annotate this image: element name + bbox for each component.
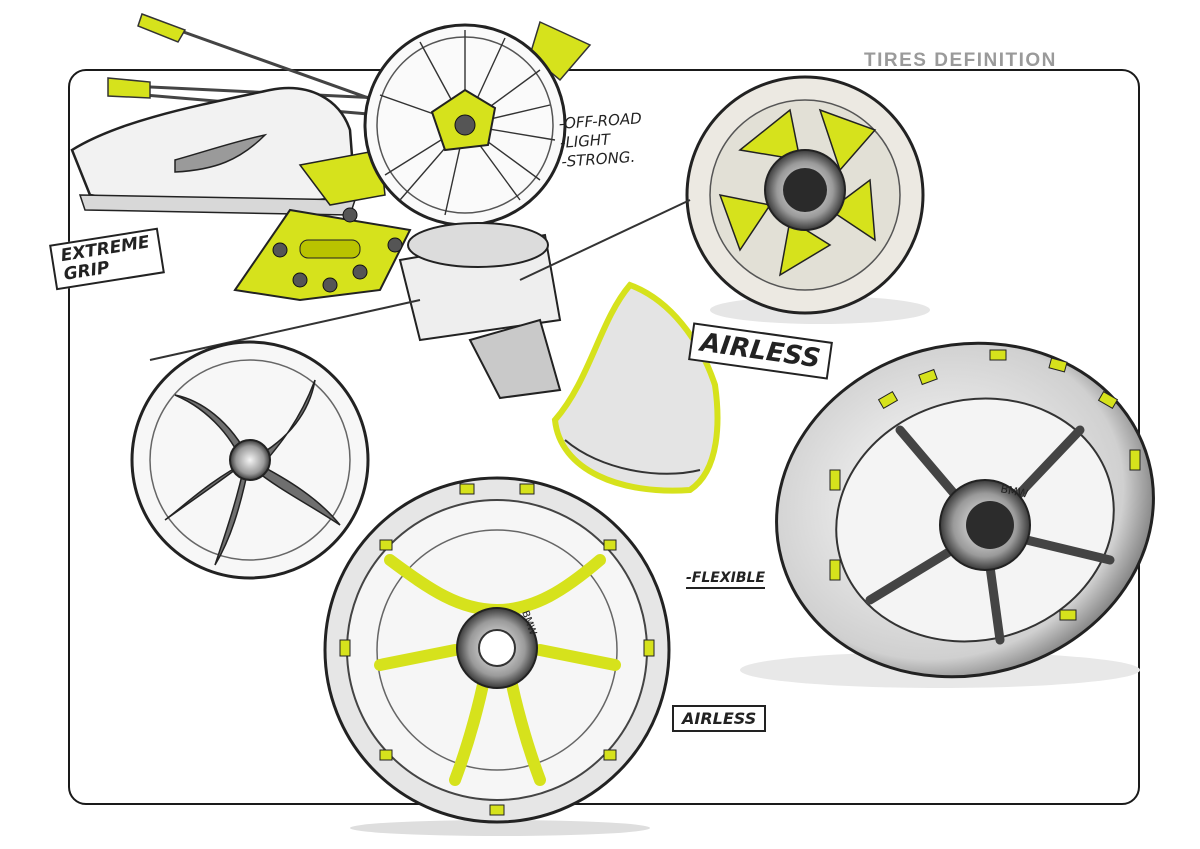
label-flexible: -FLEXIBLE xyxy=(686,570,766,589)
vented-wheel-sketch xyxy=(685,75,930,324)
sheet-title: TIRES DEFINITION xyxy=(864,50,1057,71)
label-airless-bottom: AIRLESS xyxy=(672,705,767,732)
label-offroad-list: -OFF-ROAD -LIGHT -STRONG. xyxy=(558,109,645,172)
shoe-sketch xyxy=(70,86,386,216)
bmw-side-wheel-sketch xyxy=(740,341,1155,688)
bmw-front-wheel-sketch xyxy=(323,476,671,836)
hub-assembly-sketch xyxy=(149,199,691,400)
curved-spoke-wheel-sketch xyxy=(130,340,370,580)
saddle-sketch xyxy=(551,281,721,494)
cleat-plate-sketch xyxy=(233,207,412,302)
spoked-wheel-sketch xyxy=(363,23,567,227)
brand-label-side: BMW xyxy=(999,482,1029,501)
